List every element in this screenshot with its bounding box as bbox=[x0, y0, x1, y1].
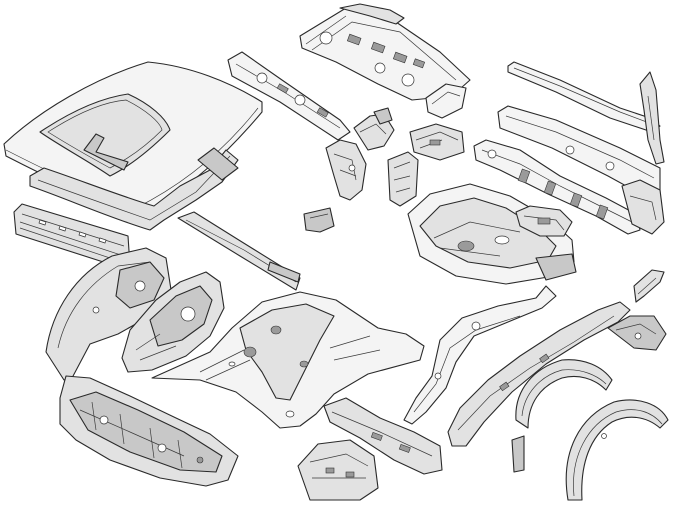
bracket-center bbox=[409, 123, 465, 161]
front-floor-pan bbox=[151, 291, 425, 429]
small-strut bbox=[633, 269, 665, 303]
spare-wheel-well bbox=[407, 183, 577, 285]
front-frame-rail bbox=[403, 285, 557, 425]
cowl-panel bbox=[323, 397, 443, 475]
shock-tower-left bbox=[121, 271, 225, 373]
front-wheelhouse-left bbox=[45, 247, 173, 381]
rear-header-panel bbox=[227, 51, 351, 141]
toe-board bbox=[297, 439, 379, 501]
trunk-floor-patch bbox=[515, 205, 573, 237]
rear-package-tray bbox=[299, 3, 471, 101]
rear-wheelhouse-outer bbox=[511, 359, 613, 473]
bracket-left bbox=[353, 107, 395, 151]
quarter-rail-upper bbox=[507, 61, 665, 165]
bracket-small bbox=[387, 83, 467, 207]
rear-frame-rail bbox=[447, 301, 631, 447]
d-pillar-bracket bbox=[621, 179, 665, 235]
rear-wheelhouse-inner bbox=[565, 399, 669, 501]
c-pillar-inner bbox=[303, 139, 367, 233]
roof-panel bbox=[3, 61, 263, 217]
roof-bow-frame bbox=[29, 147, 239, 231]
rocker-inner bbox=[473, 139, 641, 235]
dash-panel bbox=[59, 375, 239, 487]
roof-rail-inner bbox=[177, 211, 301, 291]
corner-bracket bbox=[607, 315, 667, 351]
